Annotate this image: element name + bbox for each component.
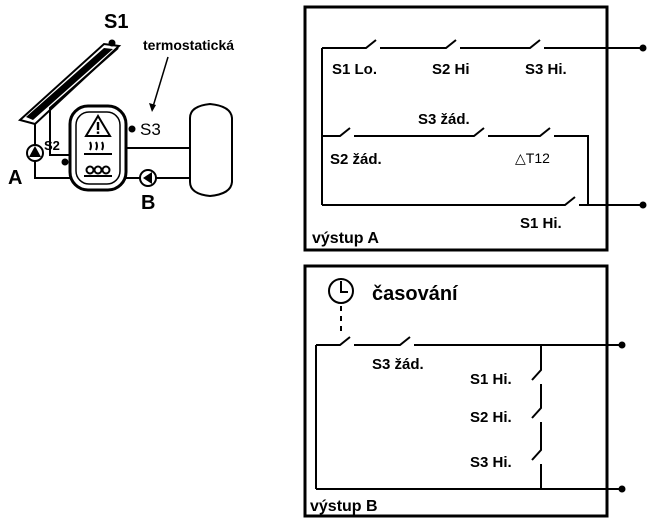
pump-b-icon — [139, 169, 157, 187]
clock-icon — [328, 278, 354, 304]
contact-s1-hi: S1 Hi. — [520, 215, 562, 232]
pump-a-label: A — [8, 167, 22, 189]
output-a-title: výstup A — [312, 230, 379, 247]
thermostatic-pointer — [151, 56, 169, 111]
output-b-terminal-bottom — [618, 485, 626, 493]
thermostatic-label: termostatická — [143, 37, 234, 53]
output-a-terminal-top — [639, 44, 647, 52]
contact-s2-hi: S2 Hi — [432, 61, 470, 78]
output-a-row-2 — [322, 127, 589, 205]
return-pipe — [34, 124, 75, 179]
sensor-s3-dot — [128, 125, 136, 133]
pump-b-label: B — [141, 192, 155, 214]
burner-icon — [84, 165, 112, 177]
contact-s3-req: S3 žád. — [418, 111, 470, 128]
output-a-row-1 — [322, 39, 641, 49]
contact-s2-hi: S2 Hi. — [470, 409, 512, 426]
pump-a-icon — [26, 144, 44, 162]
sensor-s3-label: S3 — [140, 120, 161, 139]
sensor-s1-label: S1 — [104, 11, 128, 33]
solar-schematic: S1 A S2 — [8, 11, 234, 214]
contact-s3-req: S3 žád. — [372, 356, 424, 373]
output-a-row-3 — [322, 196, 641, 206]
contact-s1-lo: S1 Lo. — [332, 61, 377, 78]
warning-icon — [84, 114, 112, 137]
output-b-panel: časování S3 žád. S1 Hi. S2 Hi. S3 Hi. vý… — [303, 264, 626, 518]
contact-s3-hi: S3 Hi. — [525, 61, 567, 78]
output-b-row-1 — [315, 336, 620, 489]
heating-icon — [84, 141, 112, 155]
output-a-panel: S1 Lo. S2 Hi S3 Hi. S3 žád. S2 žád. △T12… — [303, 5, 647, 252]
secondary-tank — [189, 102, 233, 198]
solar-collector — [17, 39, 122, 126]
flow-pipe — [49, 47, 119, 156]
contact-s3-hi: S3 Hi. — [470, 454, 512, 471]
contact-s2-req: S2 žád. — [330, 151, 382, 168]
storage-tank — [68, 104, 128, 192]
output-b-title: výstup B — [310, 498, 378, 515]
timing-label: časování — [372, 283, 459, 305]
output-b-terminal-top — [618, 341, 626, 349]
contact-s1-hi: S1 Hi. — [470, 371, 512, 388]
output-b-chain — [531, 345, 542, 489]
contact-dt12: △T12 — [515, 150, 550, 166]
output-a-terminal-bottom — [639, 201, 647, 209]
sensor-s2-label: S2 — [44, 138, 60, 153]
output-b-frame — [303, 264, 609, 518]
sensor-s2-dot — [61, 158, 69, 166]
